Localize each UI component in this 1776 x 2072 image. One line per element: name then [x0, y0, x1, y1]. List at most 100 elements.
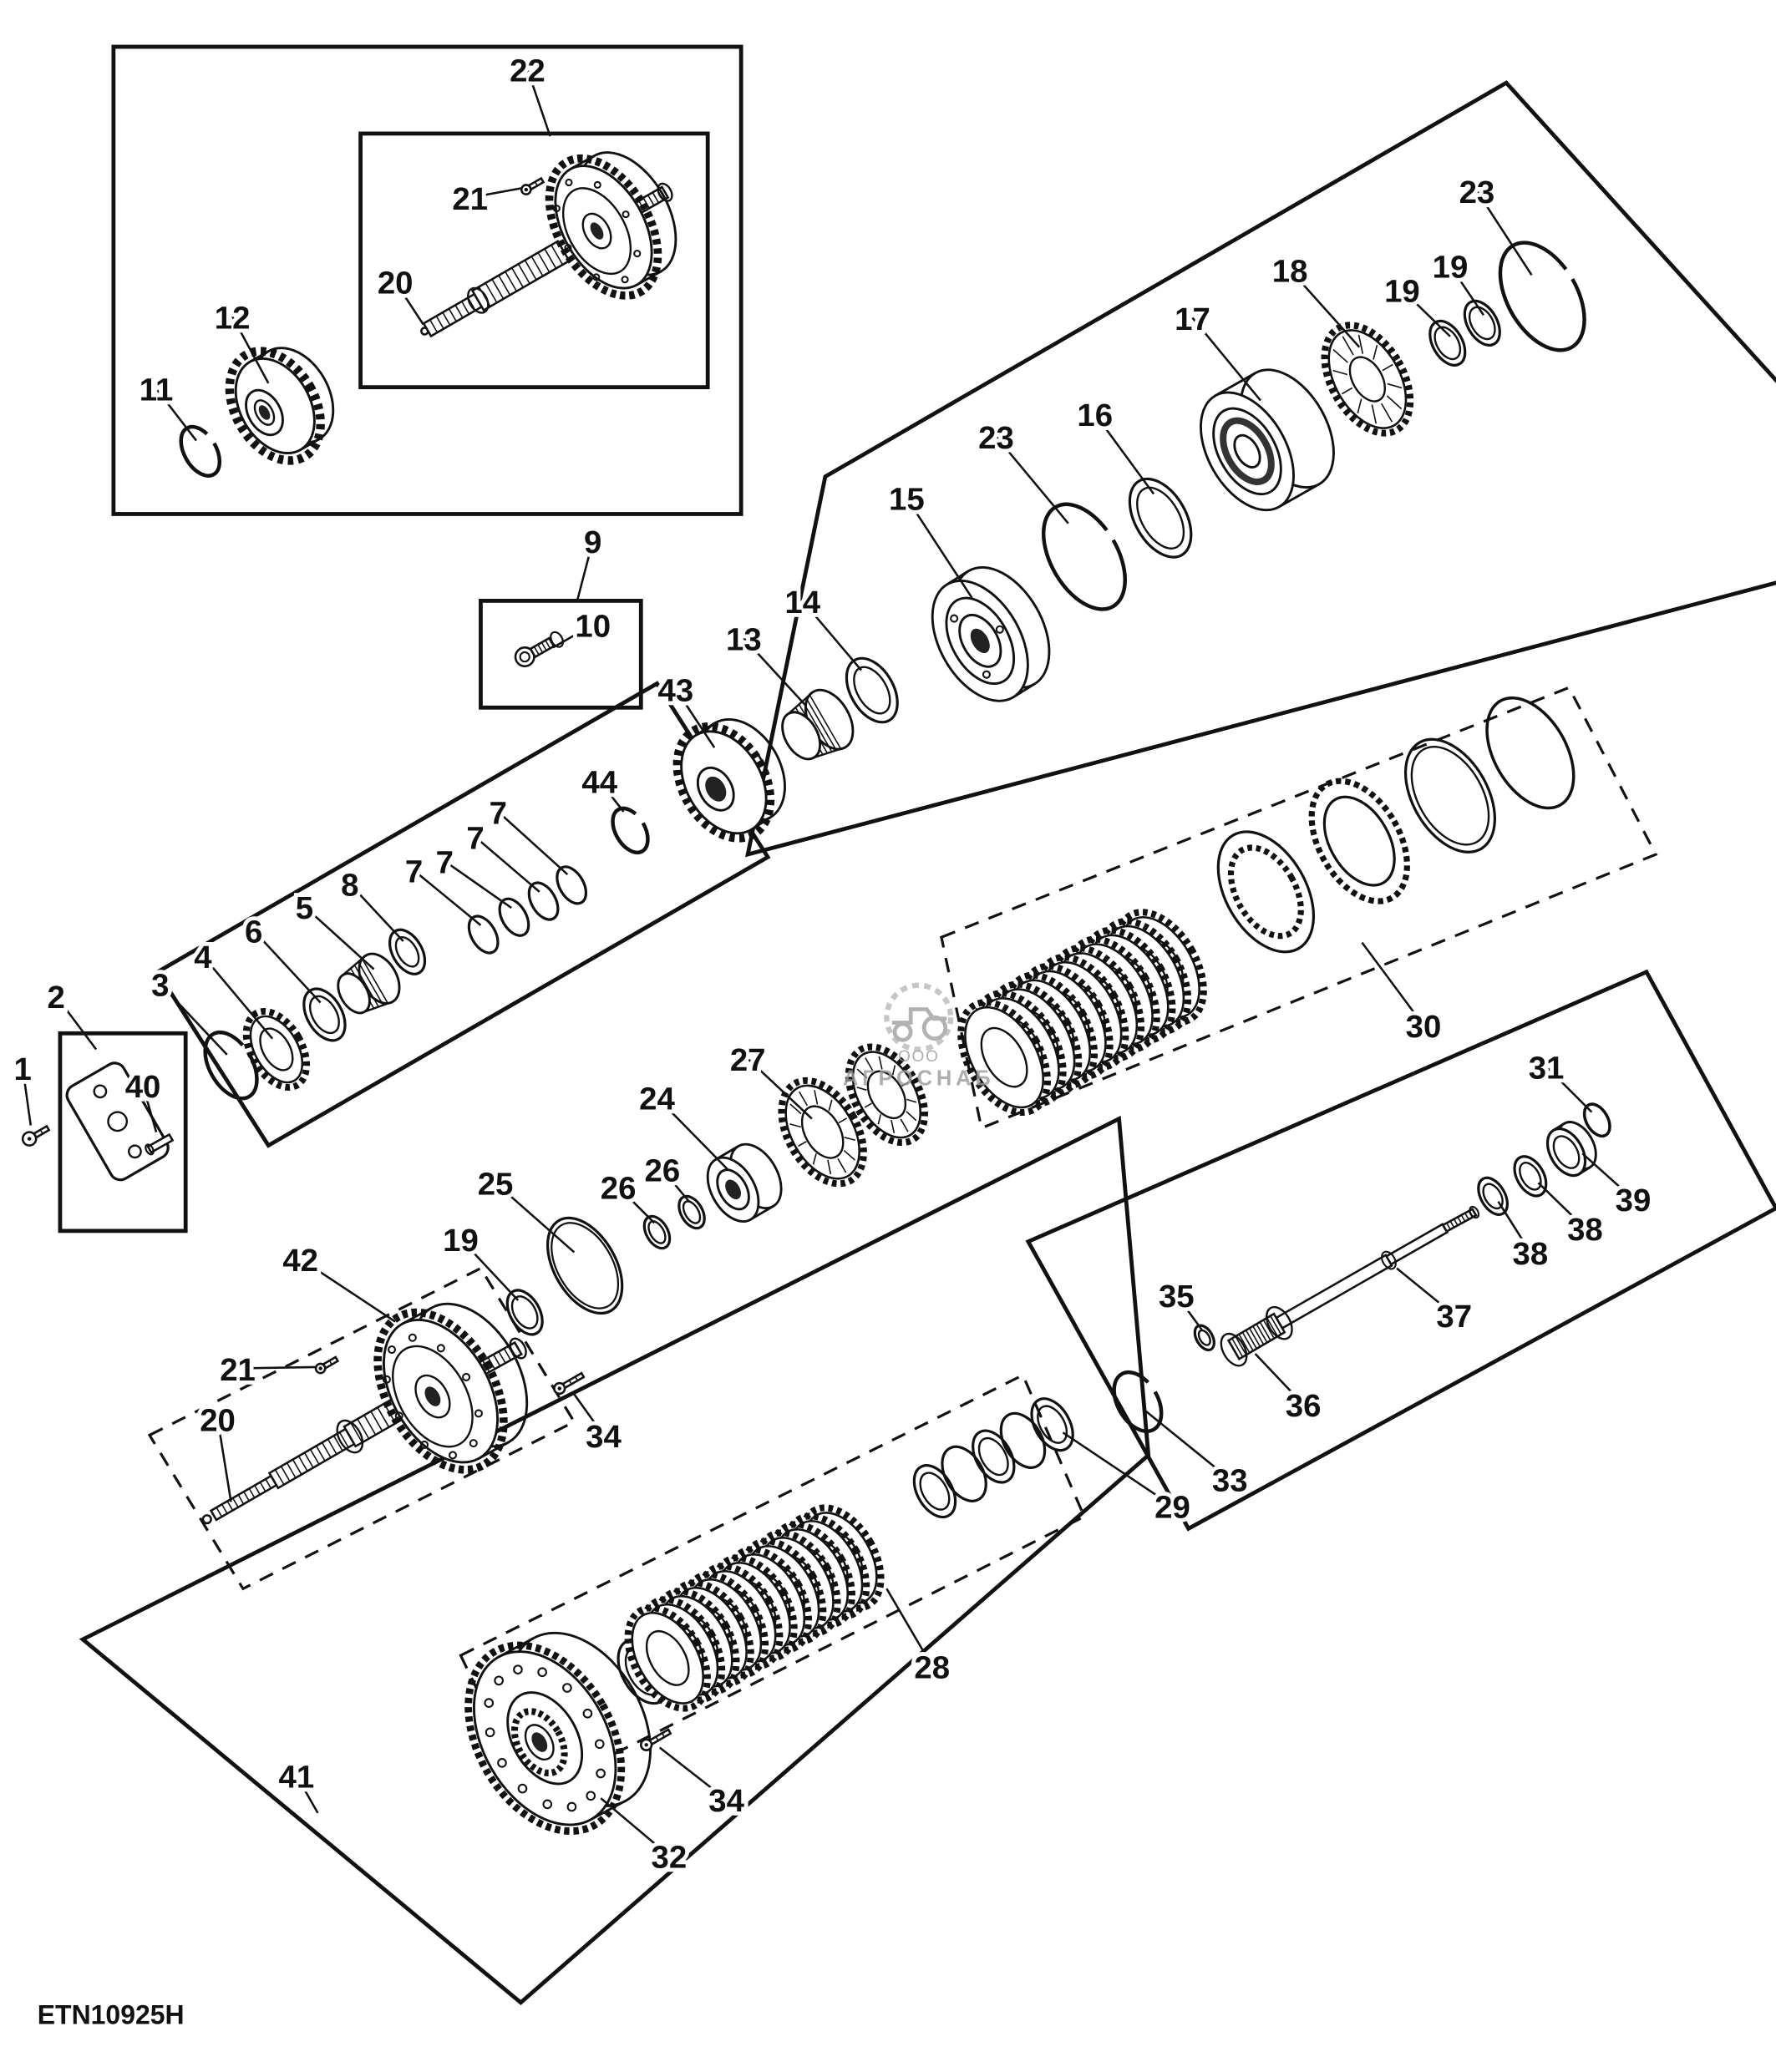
callout-7: 7 [466, 821, 484, 857]
callout-1: 1 [14, 1051, 32, 1087]
leader-line-9 [576, 540, 594, 603]
leader-line-22 [526, 68, 551, 137]
leader-line-39 [1581, 1153, 1634, 1200]
outline-region-right [1025, 969, 1776, 1532]
part-33-snap-ring [1112, 1370, 1164, 1434]
leader-line-1 [21, 1067, 33, 1126]
leader-line-11 [155, 388, 197, 442]
callout-39: 39 [1616, 1183, 1652, 1218]
part-39-cup-washer [1545, 1121, 1597, 1178]
outline-box-cover-2 [58, 1031, 188, 1234]
part-25-seal-ring [545, 1216, 624, 1315]
part-34-bolt [639, 1728, 672, 1751]
leader-line-2 [55, 995, 98, 1051]
outline-region-bottom [79, 1115, 1151, 2005]
callout-8: 8 [341, 868, 358, 904]
leader-line-20 [216, 1419, 232, 1502]
leader-line-21 [469, 187, 521, 199]
part-44-snap-ring [611, 806, 650, 854]
leader-line-19 [1401, 289, 1451, 337]
part-38-ring [1513, 1155, 1548, 1198]
part-7-rings [467, 865, 588, 955]
callout-22: 22 [510, 53, 545, 89]
part-27-spring-plates [778, 1043, 928, 1188]
part-19-ring [1428, 319, 1467, 367]
leader-line-14 [801, 600, 863, 671]
leader-line-5 [303, 905, 375, 970]
callout-21: 21 [220, 1352, 256, 1388]
leader-line-30 [1361, 941, 1425, 1026]
callout-26: 26 [601, 1171, 637, 1207]
leader-line-35 [1175, 1294, 1203, 1330]
callout-12: 12 [215, 300, 251, 336]
callout-14: 14 [784, 585, 820, 621]
watermark-gear-icon [884, 982, 954, 1052]
leader-line-24 [656, 1097, 729, 1171]
leader-line-27 [747, 1057, 813, 1120]
part-13-bearing [781, 688, 855, 761]
part-31-ring [1582, 1102, 1611, 1138]
part-19-ring [1463, 299, 1501, 347]
callout-24: 24 [639, 1081, 675, 1117]
callout-29: 29 [1154, 1490, 1190, 1526]
callout-4: 4 [194, 940, 212, 975]
part-43-gear [672, 717, 786, 843]
callout-23: 23 [1459, 175, 1495, 210]
leader-line-17 [1191, 317, 1261, 402]
part-38-ring [1477, 1176, 1510, 1216]
leader-line-10 [552, 624, 594, 649]
parts-layer [21, 151, 1611, 1835]
callout-7: 7 [490, 795, 507, 831]
callout-25: 25 [478, 1167, 514, 1203]
leader-line-28 [885, 1588, 933, 1667]
callout-34: 34 [708, 1783, 744, 1819]
callout-41: 41 [279, 1759, 315, 1795]
leader-line-7 [413, 869, 482, 926]
part-36-splined-coupler [1220, 1305, 1293, 1367]
outline-box-top-left [111, 44, 743, 516]
part-2-cover-plate [65, 1061, 170, 1182]
part-21-bolt [314, 1355, 340, 1375]
callout-19: 19 [1433, 250, 1469, 286]
leader-line-26 [661, 1168, 690, 1203]
part-23-snap-ring-top-right [1498, 241, 1586, 352]
part-14-ring [845, 656, 899, 724]
part-5-bearing [337, 952, 401, 1015]
callout-3: 3 [151, 968, 169, 1004]
part-15-piston [931, 565, 1051, 702]
callout-9: 9 [584, 524, 601, 560]
leader-line-13 [743, 637, 806, 706]
part-26-ring [677, 1194, 706, 1230]
leader-line-23 [995, 435, 1069, 524]
part-23-snap-ring [1041, 502, 1127, 611]
leader-line-29 [1062, 1431, 1174, 1507]
outline-box-plug-9 [479, 598, 643, 710]
part-1-bolt [21, 1124, 51, 1147]
callout-36: 36 [1286, 1388, 1322, 1424]
part-3-snap-ring [203, 1030, 259, 1101]
callout-30: 30 [1406, 1009, 1442, 1045]
callout-40: 40 [125, 1069, 161, 1105]
part-11-snap-ring [179, 424, 222, 478]
leader-line-19 [1449, 265, 1484, 317]
callout-21: 21 [452, 181, 488, 217]
callout-11: 11 [140, 372, 174, 408]
leader-line-7 [497, 811, 569, 876]
leader-line-42 [299, 1258, 396, 1323]
part-30-clutch-pack [957, 696, 1576, 1116]
part-18-spring-plate [1321, 322, 1414, 437]
callout-43: 43 [658, 672, 694, 708]
callout-44: 44 [581, 765, 617, 801]
watermark-text-agrosnab: АГРОСНАБ [843, 1067, 995, 1091]
callout-23: 23 [978, 420, 1014, 456]
callout-26: 26 [645, 1153, 681, 1189]
part-24-hub [706, 1142, 783, 1223]
callout-19: 19 [443, 1223, 479, 1259]
callout-38: 38 [1513, 1236, 1549, 1272]
leader-line-3 [159, 983, 228, 1056]
leader-line-21 [237, 1365, 316, 1370]
leader-line-36 [1254, 1353, 1305, 1406]
leader-line-31 [1545, 1066, 1593, 1113]
leader-line-44 [598, 780, 625, 813]
